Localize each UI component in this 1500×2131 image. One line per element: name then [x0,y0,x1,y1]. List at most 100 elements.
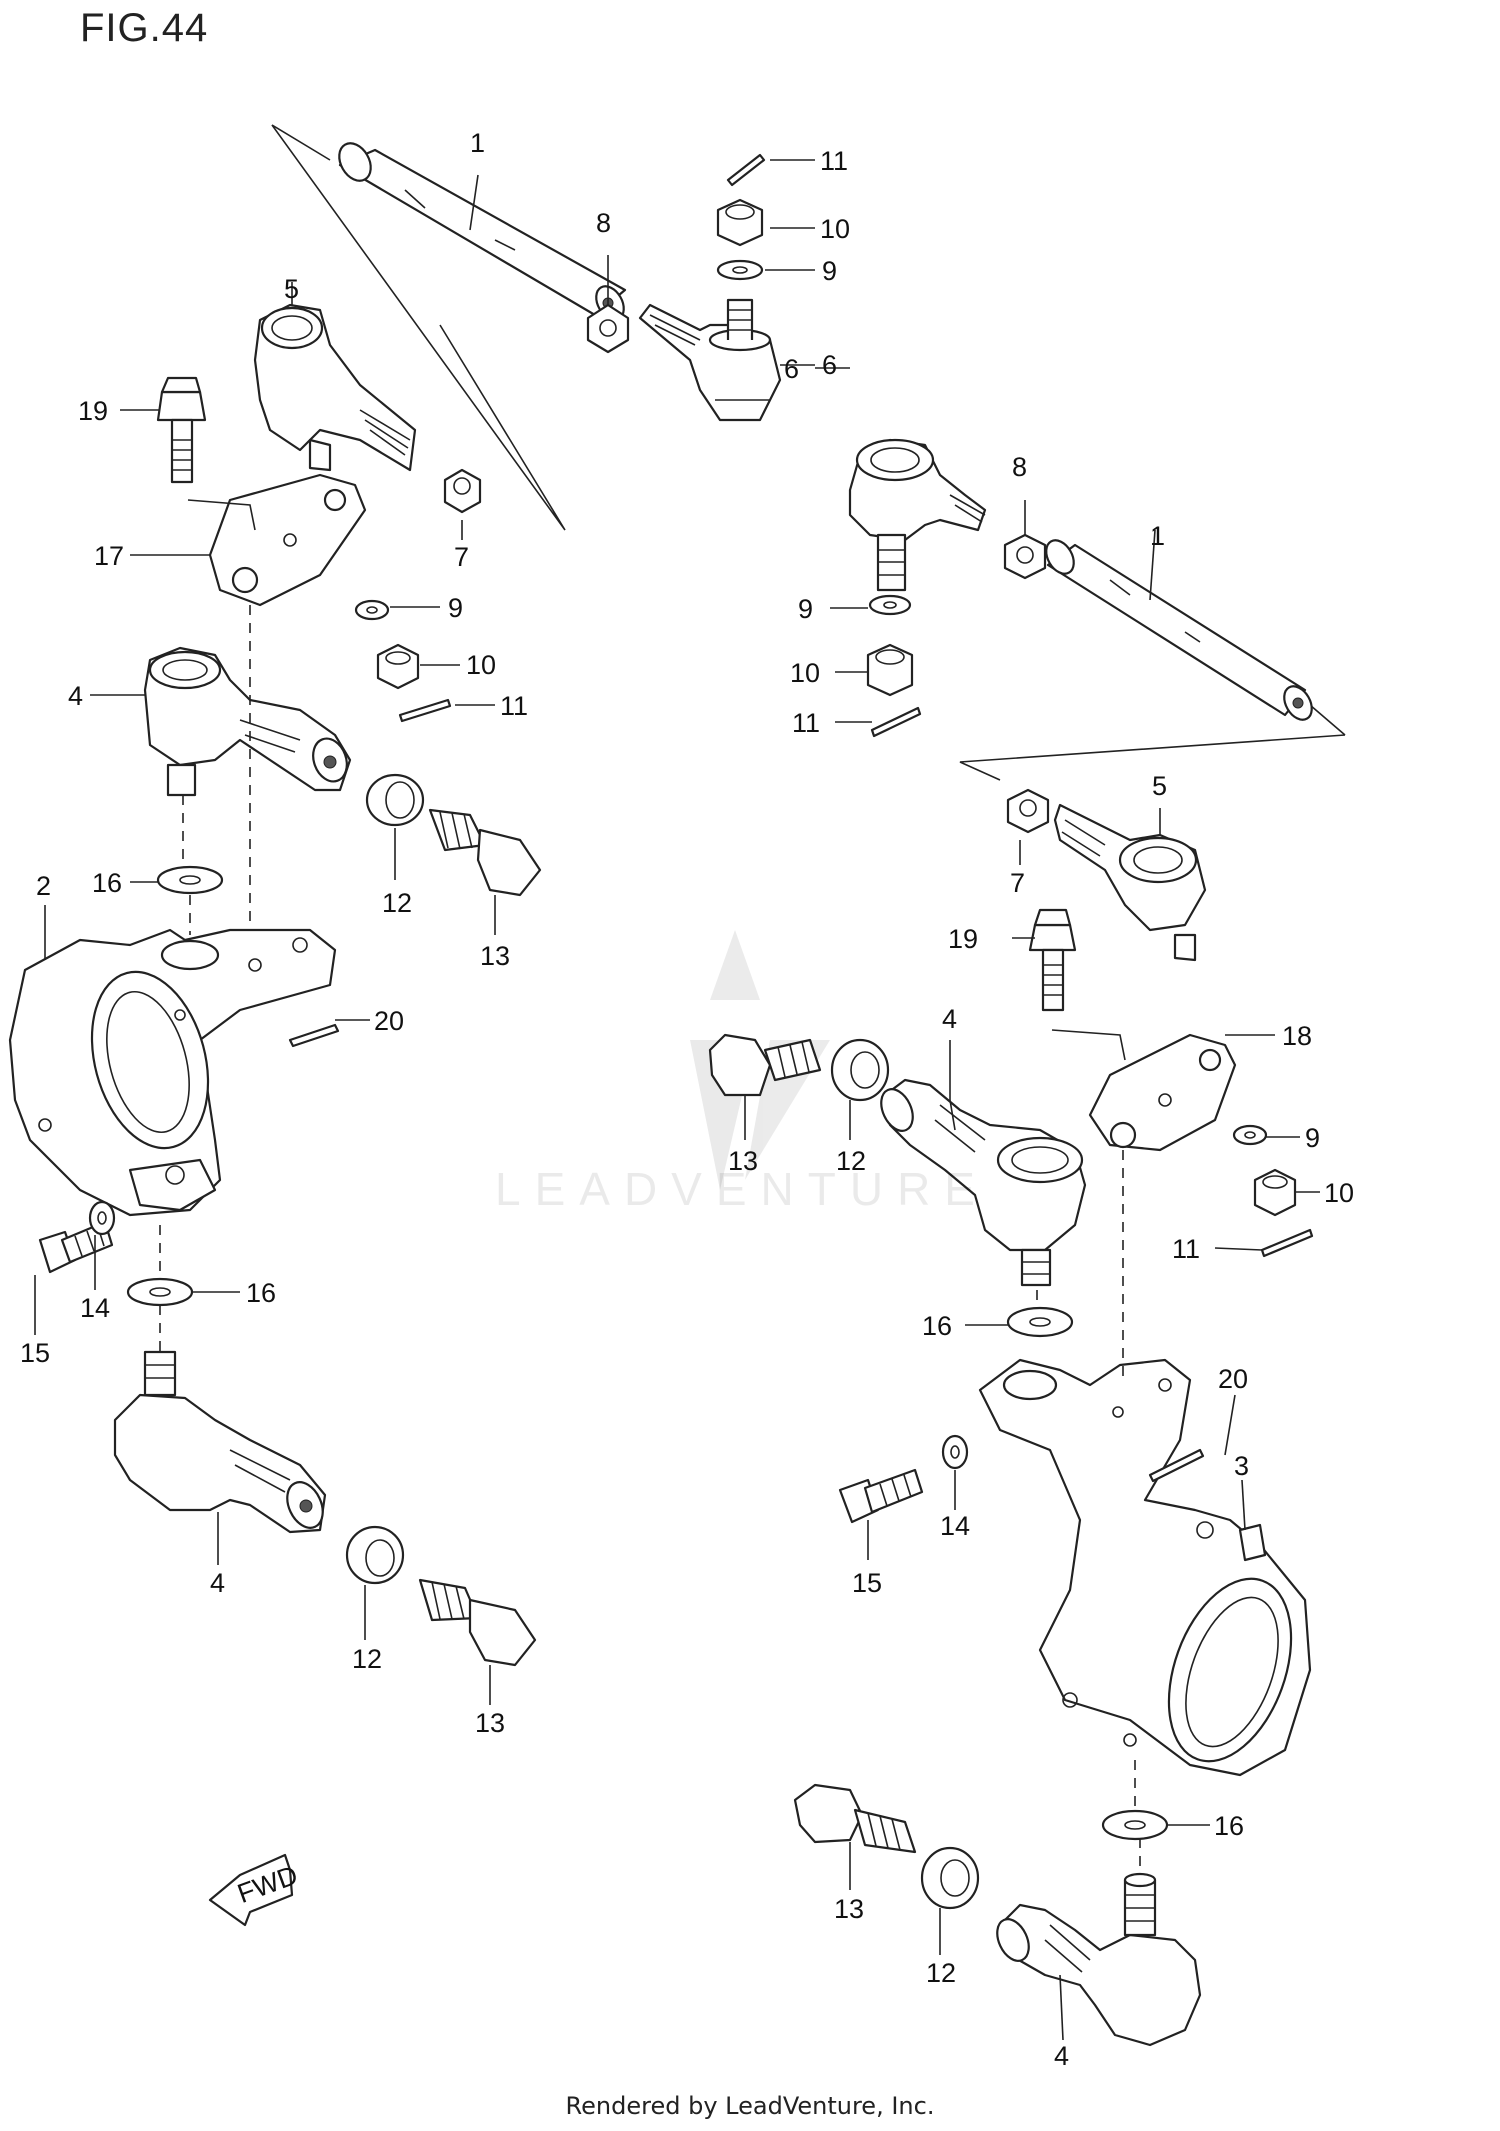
callout-11: 11 [792,708,820,738]
grouping-lines-top [271,124,566,531]
knuckle-part-2 [8,928,337,1217]
callout-18: 18 [1282,1021,1312,1051]
callout-10: 10 [820,214,850,244]
callout-19: 19 [78,396,108,426]
callout-10: 10 [790,658,820,688]
alignment-lines [159,605,1141,1875]
callout-13: 13 [834,1894,864,1924]
hardware-stack-top [716,153,766,281]
callout-10: 10 [1324,1178,1354,1208]
bolt-part-13-bottom [793,1783,917,1854]
callout-16: 16 [922,1311,952,1341]
callout-1: 1 [1150,521,1165,551]
bolt-part-13-right-upper [708,1033,822,1097]
callout-9: 9 [1305,1123,1320,1153]
callout-6: 6 [822,350,837,380]
tie-rod-end-part-6-right [848,438,987,592]
callout-4: 4 [942,1004,957,1034]
callout-11: 11 [1172,1234,1200,1264]
washer-part-14-left [88,1200,116,1236]
tie-rod-end-part-5-right [1053,803,1207,962]
plate-part-18 [1088,1033,1237,1152]
callout-4: 4 [1054,2041,1069,2071]
callout-14: 14 [80,1293,110,1323]
callout-20: 20 [1218,1364,1248,1394]
callout-20: 20 [374,1006,404,1036]
callout-9: 9 [798,594,813,624]
callout-19: 19 [948,924,978,954]
callout-2: 2 [36,871,51,901]
callout-12: 12 [382,888,412,918]
callout-14: 14 [940,1511,970,1541]
tie-rod-end-part-4-lower-left [113,1350,327,1534]
callout-16: 16 [1214,1811,1244,1841]
callout-5: 5 [1152,771,1167,801]
callout-17: 17 [94,541,124,571]
bolt-part-15-right [838,1468,924,1524]
forward-arrow-icon: FWD [208,1853,302,1927]
callout-8: 8 [596,208,611,238]
callout-15: 15 [852,1568,882,1598]
tie-rod-end-part-5-top [253,303,417,472]
callout-11: 11 [820,146,848,176]
callout-9: 9 [448,593,463,623]
jam-nut-part-8-top [586,303,630,354]
tie-rod-end-part-6-top [638,298,782,422]
callout-8: 8 [1012,452,1027,482]
callout-3: 3 [1234,1451,1249,1481]
tie-rod-end-part-4-bottom [996,1872,1202,2047]
hardware-stack-mid-left [354,599,452,723]
callout-11: 11 [500,691,528,721]
knuckle-part-3 [978,1358,1312,1777]
washer-part-16-right-upper [1006,1306,1074,1338]
leader-lines [34,159,1320,2041]
washer-part-12-lower [345,1525,405,1585]
watermark-text: LEADVENTURE [495,1163,989,1215]
callout-4: 4 [68,681,83,711]
washer-part-12-bottom [920,1846,980,1910]
nut-part-7-right [1006,788,1050,834]
callout-15: 15 [20,1338,50,1368]
tie-rod-part-1-right [1045,539,1313,721]
washer-part-16-lower-left [126,1277,194,1307]
hardware-stack-mid-right [866,594,922,738]
bolt-part-19-right [1028,908,1126,1061]
tie-rod-end-part-4-upper-left [143,646,352,797]
callout-7: 7 [1010,868,1025,898]
footer-credit: Rendered by LeadVenture, Inc. [565,2092,935,2120]
bolt-part-13-lower [418,1578,537,1667]
callout-5: 5 [284,274,299,304]
washer-part-12-upper [365,773,425,827]
washer-part-16-bottom-right [1101,1809,1169,1841]
callout-16: 16 [92,868,122,898]
callout-13: 13 [480,941,510,971]
callout-4: 4 [210,1568,225,1598]
callout-7: 7 [454,542,469,572]
grouping-lines-right [959,704,1346,781]
callout-13: 13 [475,1708,505,1738]
callout-1: 1 [470,128,485,158]
callout-13: 13 [728,1146,758,1176]
callout-12: 12 [926,1958,956,1988]
washer-part-16-upper-left [156,865,224,895]
washer-part-14-right [941,1434,969,1470]
callout-12: 12 [836,1146,866,1176]
figure-title: FIG.44 [80,6,209,50]
hardware-stack-lower-right [1232,1124,1314,1258]
jam-nut-part-8-right [1003,533,1047,580]
plate-part-17 [187,473,367,607]
tie-rod-end-part-4-right-upper [880,1078,1087,1287]
callout-10: 10 [466,650,496,680]
bolt-part-13-upper [428,808,542,897]
callout-16: 16 [246,1278,276,1308]
callout-9: 9 [822,256,837,286]
callout-12: 12 [352,1644,382,1674]
callout-6: 6 [784,354,799,384]
callout-labels: 1 11 10 9 8 6 5 19 7 17 9 10 4 11 16 12 … [20,128,1354,2071]
bolt-part-19-top [156,376,207,484]
cotter-pin-part-20-left [288,1023,340,1048]
nut-part-7-top [443,468,482,514]
tie-rod-part-1 [338,142,627,321]
cotter-pin-part-20-right [1148,1448,1205,1483]
